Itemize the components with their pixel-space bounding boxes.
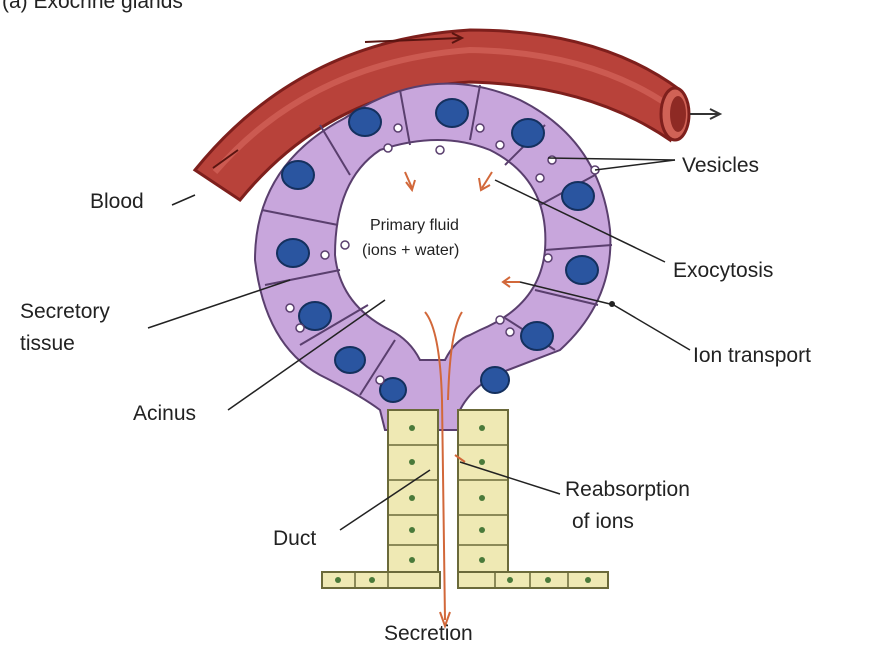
ion-transport-point: [609, 301, 615, 307]
label-ion-transport: Ion transport: [693, 344, 811, 367]
label-reabsorption-1: Reabsorption: [565, 478, 690, 501]
label-secretion: Secretion: [384, 622, 473, 645]
label-acinus: Acinus: [133, 402, 196, 425]
label-secretory-2: tissue: [20, 332, 75, 355]
label-vesicles: Vesicles: [682, 154, 759, 177]
label-blood: Blood: [90, 190, 144, 213]
label-duct: Duct: [273, 527, 316, 550]
label-secretory-1: Secretory: [20, 300, 110, 323]
label-reabsorption-2: of ions: [572, 510, 634, 533]
label-exocytosis: Exocytosis: [673, 259, 773, 282]
label-primary-fluid-2: (ions + water): [362, 242, 459, 259]
label-primary-fluid-1: Primary fluid: [370, 217, 459, 234]
title: (a) Exocrine glands: [2, 0, 183, 13]
